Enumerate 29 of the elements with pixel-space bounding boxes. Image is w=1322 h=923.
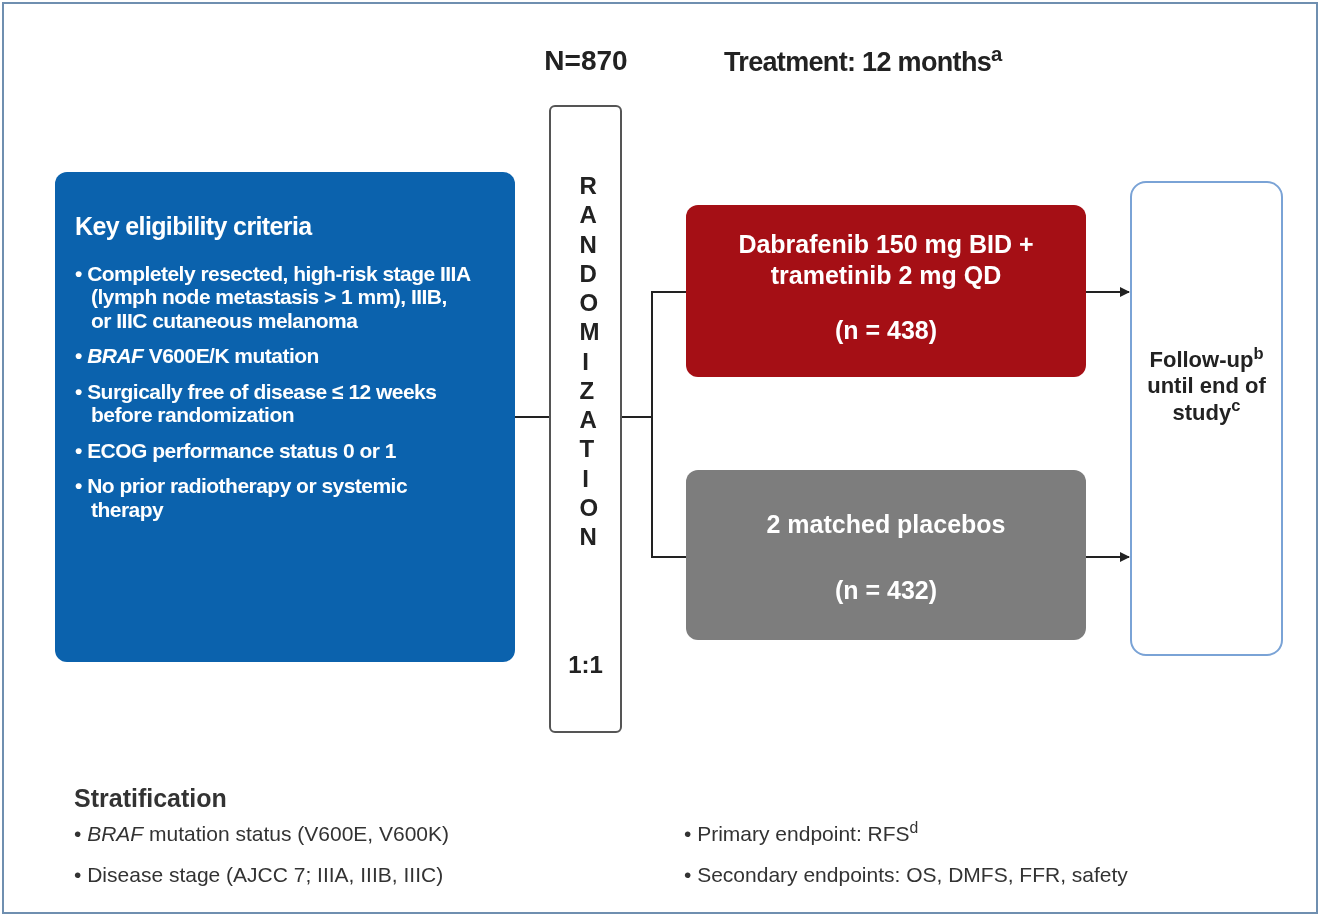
treatment-duration-label: Treatment: 12 months$^{a}$ bbox=[724, 42, 1002, 79]
section-heading: Stratification bbox=[74, 783, 227, 814]
criteria-item: • BRAF V600E/K mutation bbox=[75, 344, 320, 368]
endpoint-item: • Primary endpoint: RFS$^{d}$ bbox=[684, 822, 920, 846]
criteria-item: • ECOG performance status 0 or 1 bbox=[75, 438, 397, 463]
placebo-box bbox=[686, 470, 1086, 640]
follow-up-text: Follow-up$^{b}$ until end of study$^{c}$ bbox=[1146, 346, 1267, 427]
connector-line bbox=[514, 416, 550, 418]
arrow bbox=[1085, 552, 1130, 562]
placebo-text: 2 matched placebos bbox=[766, 509, 1006, 540]
ratio-label: 1:1 bbox=[568, 650, 603, 681]
vertical-label: RANDOMIZATION bbox=[578, 171, 604, 552]
box-heading: Key eligibility criteria bbox=[75, 211, 314, 242]
treatment-text: Dabrafenib 150 mg BID + trametinib 2 mg QD bbox=[737, 229, 1035, 292]
stratification-item: • Disease stage (AJCC 7; IIIA, IIIB, IIIC) bbox=[74, 863, 445, 887]
criteria-item: • Completely resected, high-risk stage IIIA (lymph node metastasis > 1 mm), IIIB, or IIIC cutaneous melanoma bbox=[75, 261, 471, 333]
sample-size-label: N=870 bbox=[543, 44, 629, 78]
criteria-item: • No prior radiotherapy or systemic therapy bbox=[75, 474, 409, 522]
randomization-box bbox=[549, 105, 622, 733]
treatment-box bbox=[686, 205, 1086, 377]
sample-size: (n = 438) bbox=[834, 314, 938, 346]
endpoint-item: • Secondary endpoints: OS, DMFS, FFR, safety bbox=[684, 863, 1128, 887]
connector-line bbox=[621, 416, 687, 558]
sample-size: (n = 432) bbox=[834, 574, 938, 606]
stratification-item: • BRAF mutation status (V600E, V600K) bbox=[74, 822, 450, 846]
eligibility-box bbox=[55, 172, 515, 662]
criteria-item: • Surgically free of disease ≤ 12 weeks before randomization bbox=[75, 379, 438, 427]
arrow bbox=[1085, 287, 1130, 297]
follow-up-box bbox=[1130, 181, 1283, 656]
